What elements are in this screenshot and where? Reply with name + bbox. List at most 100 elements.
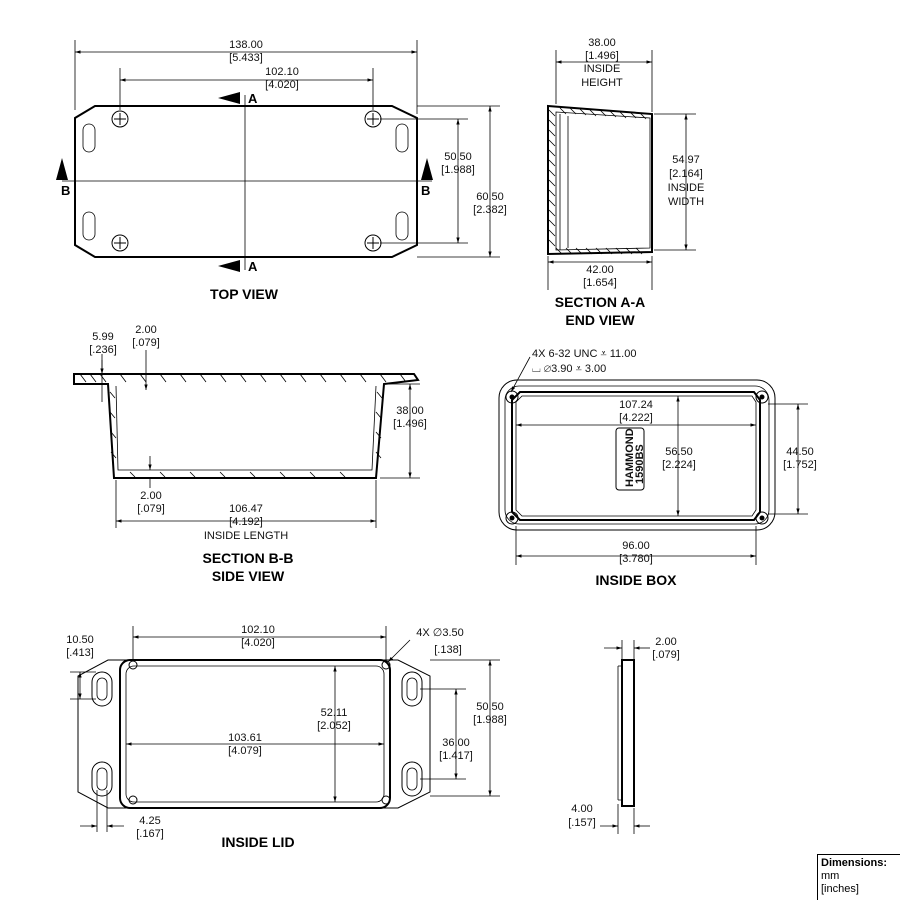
dim-overall-width-in: [2.382]	[473, 204, 507, 216]
section-arrow-icon	[56, 158, 68, 180]
dim-lid-lip: 2.00	[655, 636, 676, 648]
dim-slot-offset-in: [.413]	[66, 647, 94, 659]
dim-inside-length: 106.47	[229, 503, 263, 515]
dim-hole-spacing-x: 96.00	[622, 540, 650, 552]
slot-icon	[401, 671, 423, 707]
legend-unit-mm: mm	[821, 870, 840, 882]
inside-lid-outline	[77, 659, 431, 809]
screw-icon	[111, 110, 129, 128]
section-bb-title: SECTION B-B	[203, 550, 294, 566]
slot-icon	[401, 761, 423, 797]
brand-name: HAMMOND	[624, 428, 636, 487]
dim-inside-width-label: WIDTH	[668, 196, 704, 208]
dim-hole-dia-in: [.138]	[434, 644, 462, 656]
section-a-label: A	[248, 91, 258, 106]
dim-gasket-width: 52.11	[321, 707, 348, 719]
section-aa-subtitle: END VIEW	[565, 312, 635, 328]
dim-lid-thickness-in: [.157]	[568, 817, 596, 829]
dim-inside-height-label: HEIGHT	[581, 77, 623, 89]
dim-inside-width-label: INSIDE	[668, 182, 705, 194]
slot-icon	[82, 211, 96, 241]
dim-inside-length-in: [4.192]	[229, 516, 263, 528]
dim-floor-in: [.079]	[137, 503, 165, 515]
section-bb-subtitle: SIDE VIEW	[212, 568, 285, 584]
dim-inside-width: 54.97	[672, 154, 700, 166]
dim-screw-spacing-y: 50.50	[444, 151, 472, 163]
screw-icon	[364, 110, 382, 128]
section-b-label: B	[421, 183, 430, 198]
dim-lid-width-in: [1.988]	[473, 714, 507, 726]
brand-plate	[615, 427, 645, 491]
dim-gasket-length: 103.61	[228, 732, 262, 744]
section-arrow-icon	[421, 158, 433, 180]
dim-inner-width: 56.50	[665, 446, 693, 458]
slot-icon	[91, 761, 113, 797]
dim-hole-dia: 4X ∅3.50	[416, 627, 464, 639]
dim-lid-width: 50.50	[476, 701, 504, 713]
dim-inside-length-label: INSIDE LENGTH	[204, 530, 288, 542]
dim-slot-spacing: 36.00	[442, 737, 470, 749]
hole-icon	[755, 390, 769, 404]
section-b-label: B	[61, 183, 70, 198]
dim-floor: 2.00	[140, 490, 161, 502]
dim-hole-spacing-y-in: [1.752]	[783, 459, 817, 471]
dim-bottom-width: 42.00	[586, 264, 614, 276]
hole-icon	[128, 660, 138, 670]
slot-icon	[91, 671, 113, 707]
dim-inner-width-in: [2.224]	[662, 459, 696, 471]
end-view-outline	[547, 104, 653, 256]
hole-icon	[381, 660, 391, 670]
dim-overall-width: 60.50	[476, 191, 504, 203]
dim-height: 38.00	[396, 405, 424, 417]
thread-note: 4X 6-32 UNC ⩡ 11.00	[532, 348, 636, 360]
top-view: A A B B 138.00 [5.433] 102.10 [4.020] 50…	[56, 39, 507, 302]
dim-gasket-width-in: [2.052]	[317, 720, 351, 732]
dim-inside-width-in: [2.164]	[669, 168, 703, 180]
dim-lid-hole-spacing-in: [4.020]	[241, 637, 275, 649]
dim-bottom-width-in: [1.654]	[583, 277, 617, 289]
dim-slot-width: 4.25	[139, 815, 160, 827]
top-view-title: TOP VIEW	[210, 286, 279, 302]
section-aa: 38.00 [1.496] INSIDE HEIGHT 54.97 [2.164…	[547, 37, 705, 328]
inside-box-outline	[498, 379, 776, 531]
dim-inside-height: 38.00	[588, 37, 616, 49]
dim-wall-top-in: [.079]	[132, 337, 160, 349]
dim-overall-length-in: [5.433]	[229, 52, 263, 64]
dim-height-in: [1.496]	[393, 418, 427, 430]
dim-hole-spacing-y: 44.50	[786, 446, 814, 458]
dim-flange: 5.99	[92, 331, 113, 343]
hole-icon	[381, 795, 391, 805]
legend-unit-inches: [inches]	[821, 883, 859, 895]
inside-lid-title: INSIDE LID	[221, 834, 294, 850]
section-arrow-icon	[218, 260, 240, 272]
dim-slot-width-in: [.167]	[136, 828, 164, 840]
dim-lid-lip-in: [.079]	[652, 649, 680, 661]
dim-gasket-length-in: [4.079]	[228, 745, 262, 757]
hole-icon	[755, 511, 769, 525]
slot-icon	[395, 211, 409, 241]
dim-overall-length: 138.00	[229, 39, 263, 51]
lid-side-outline	[621, 659, 635, 807]
brand-model: 1590BS	[634, 444, 646, 484]
dim-lid-hole-spacing: 102.10	[241, 624, 275, 636]
section-a-label: A	[248, 259, 258, 274]
dim-wall-top: 2.00	[135, 324, 156, 336]
dim-lid-thickness: 4.00	[571, 803, 592, 815]
screw-icon	[111, 234, 129, 252]
legend-title: Dimensions:	[821, 857, 888, 869]
inside-lid: 10.50 [.413] 102.10 [4.020] 4X ∅3.50 [.1…	[66, 624, 507, 850]
dim-slot-offset: 10.50	[66, 634, 94, 646]
dim-screw-spacing-x: 102.10	[265, 66, 299, 78]
hole-icon	[128, 795, 138, 805]
thread-note-cbore: ⌴ ∅3.90 ⩡ 3.00	[532, 363, 606, 375]
dim-screw-spacing-y-in: [1.988]	[441, 164, 475, 176]
dim-inner-length: 107.24	[619, 399, 653, 411]
dim-hole-spacing-x-in: [3.780]	[619, 553, 653, 565]
section-aa-title: SECTION A-A	[555, 294, 645, 310]
units-legend: Dimensions: mm [inches]	[817, 854, 900, 900]
dim-inside-height-label: INSIDE	[584, 63, 621, 75]
hole-icon	[505, 511, 519, 525]
dim-inside-height-in: [1.496]	[585, 50, 619, 62]
lid-side: 2.00 [.079] 4.00 [.157]	[568, 636, 680, 834]
